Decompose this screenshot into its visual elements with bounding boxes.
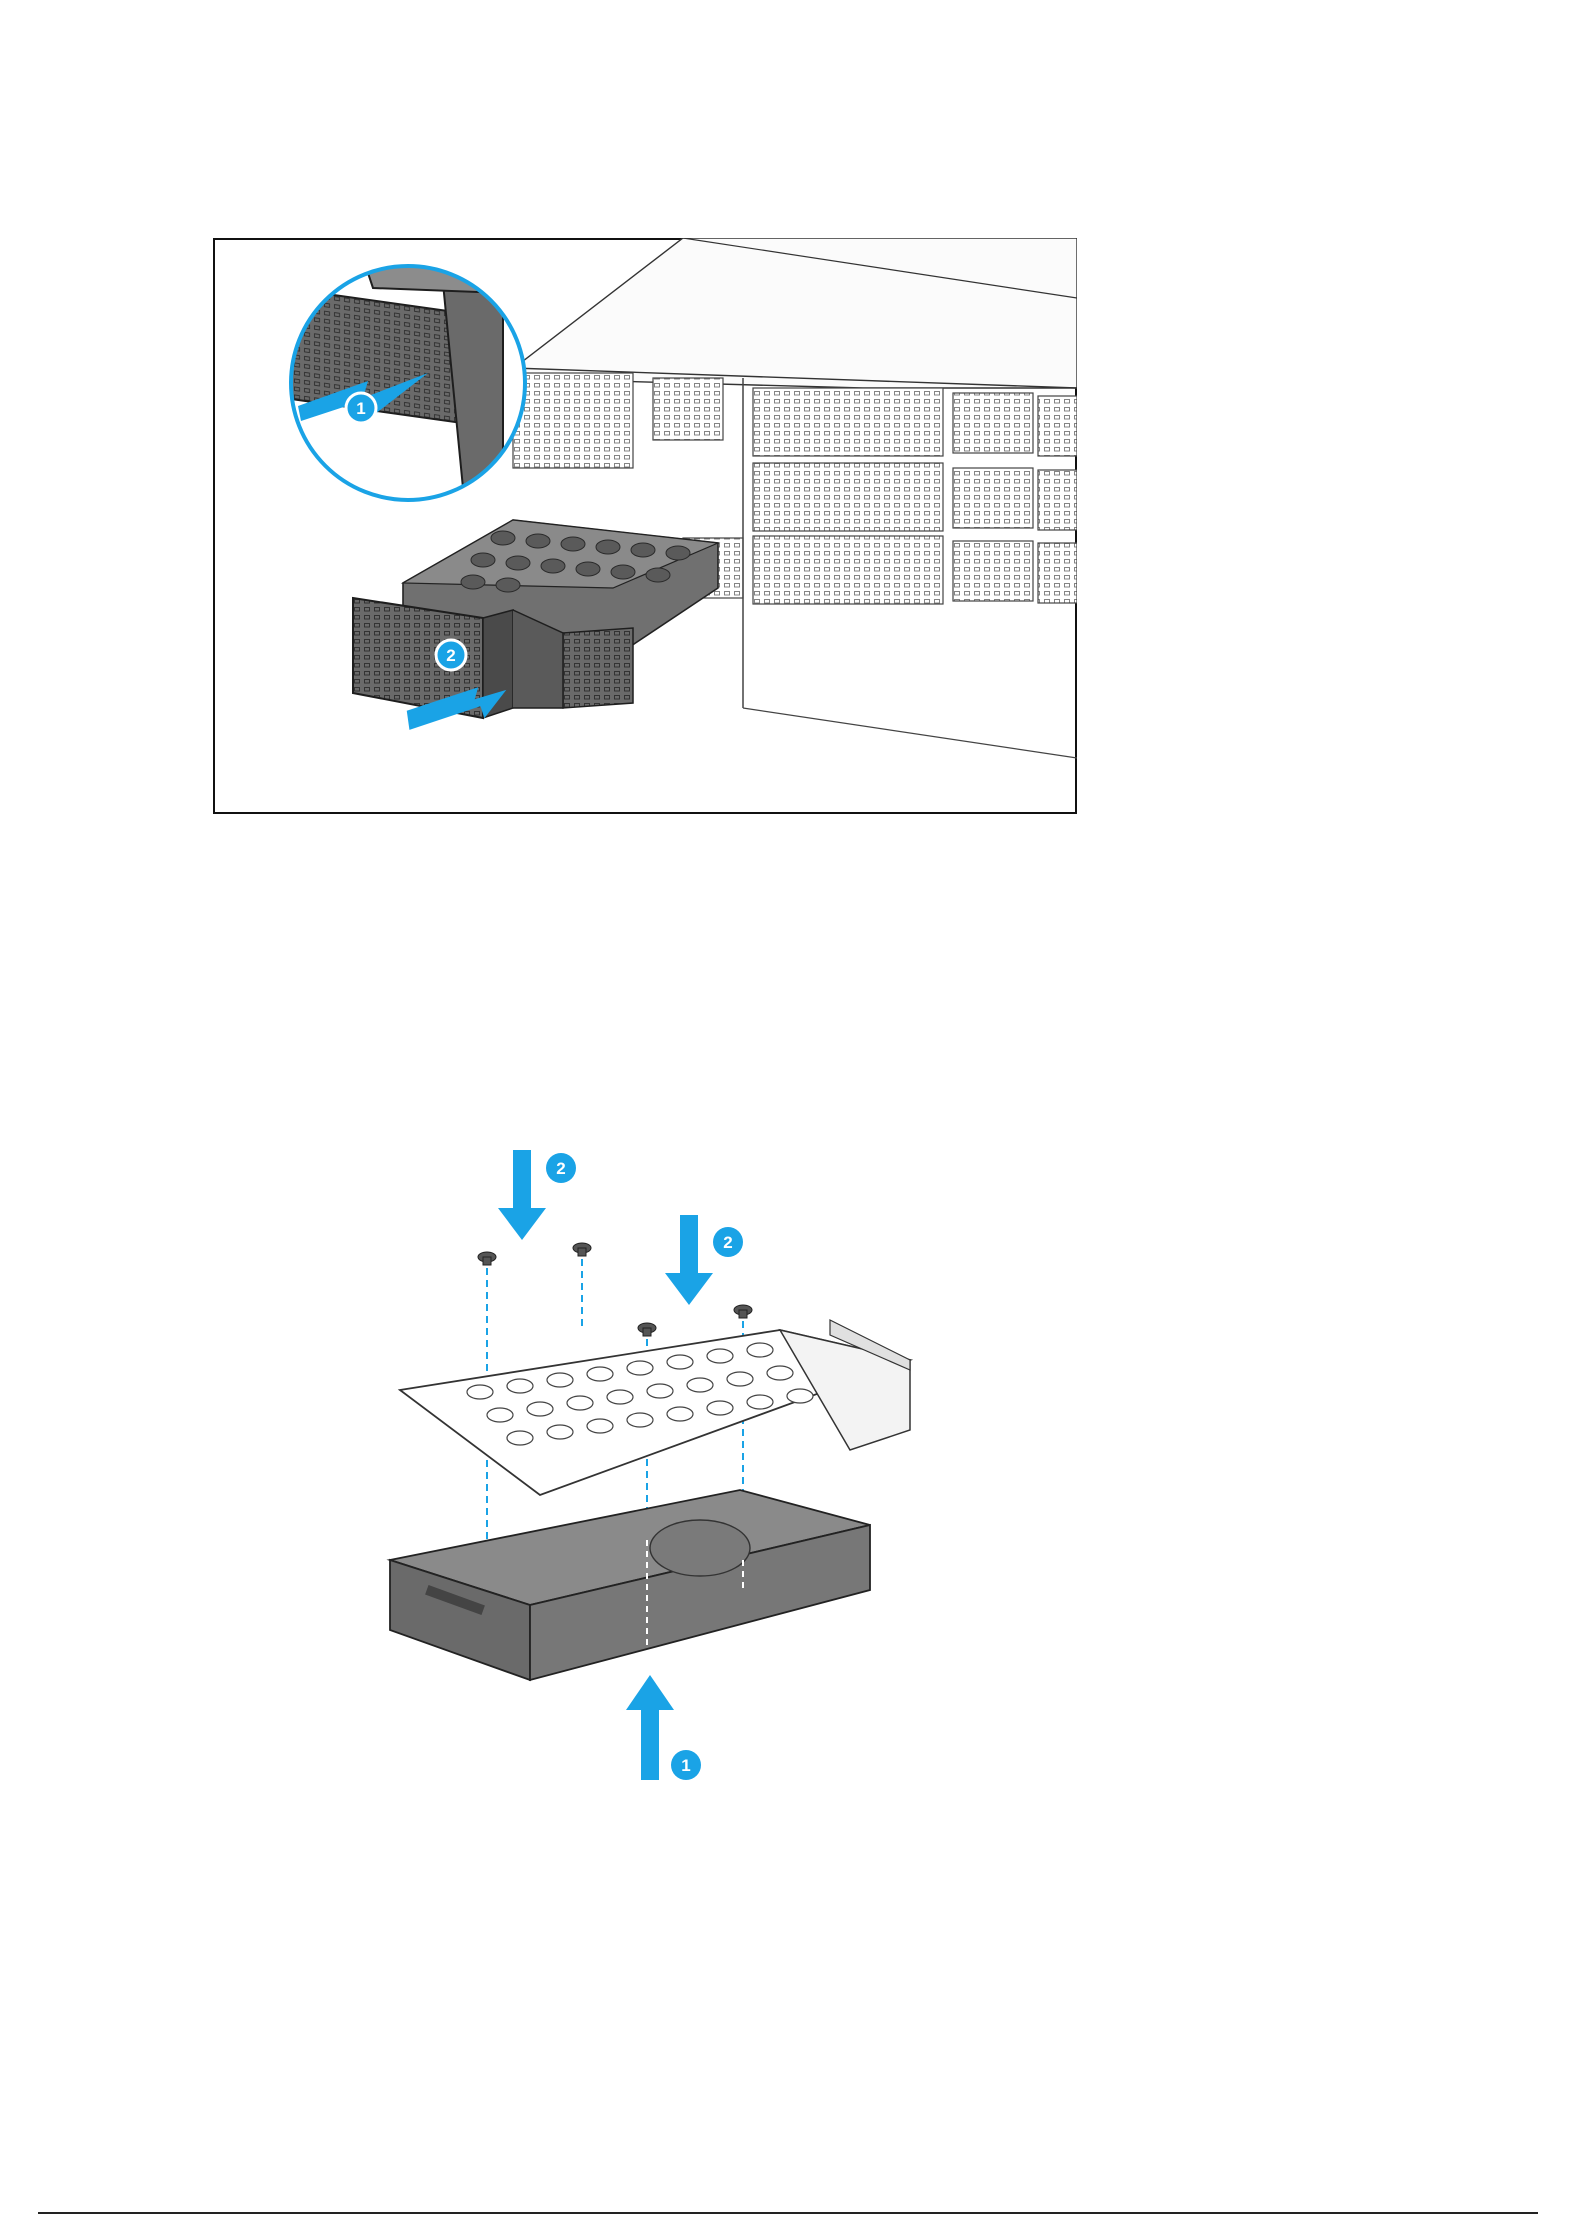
screws [478,1243,752,1336]
callout-1: 1 [671,1750,701,1780]
down-arrow-right [665,1215,713,1305]
hard-drive [390,1490,870,1680]
callout-2-left: 2 [546,1153,576,1183]
figure-mount-drive: 2 2 1 [370,1120,950,1820]
footer-rule [38,2212,1538,2214]
callout-1: 1 [346,393,376,423]
down-arrow-left [498,1150,546,1240]
up-arrow [626,1675,674,1780]
callout-2-left-label: 2 [556,1159,565,1178]
callout-2-right-label: 2 [723,1233,732,1252]
callout-2-label: 2 [446,646,455,665]
callout-1-label: 1 [681,1756,690,1775]
callout-1-label: 1 [356,399,365,418]
callout-2: 2 [436,640,466,670]
drive-tray-plate [400,1320,910,1495]
figure-remove-drive-tray: 1 2 [213,238,1077,814]
callout-2-right: 2 [713,1227,743,1257]
